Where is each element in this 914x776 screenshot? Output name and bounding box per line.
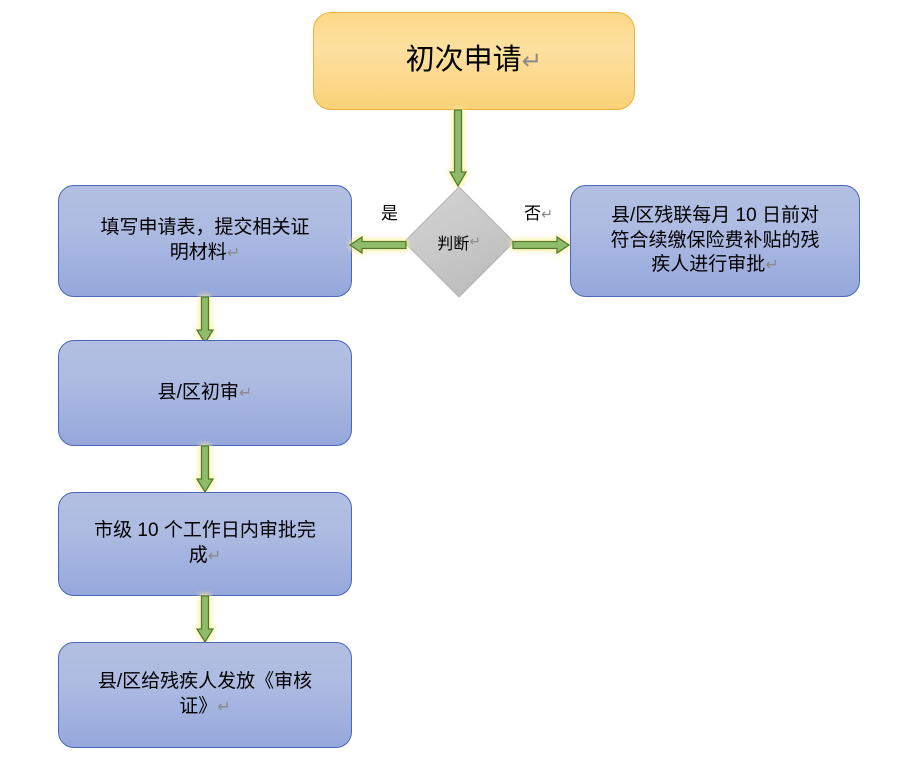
flow-node-issue-certificate-label: 县/区给残疾人发放《审核 证》↵	[97, 671, 313, 717]
pilcrow-mark: ↵	[541, 207, 554, 223]
decision-diamond-shape	[403, 186, 515, 298]
flow-node-renewal-review[interactable]: 县/区残联每月 10 日前对 符合续缴保险费补贴的残 疾人进行审批↵	[570, 185, 860, 297]
edge-label-no: 否↵	[524, 204, 554, 223]
pilcrow-mark: ↵	[217, 698, 231, 716]
flow-node-city-approval[interactable]: 市级 10 个工作日内审批完 成↵	[58, 492, 352, 596]
flow-node-issue-certificate[interactable]: 县/区给残疾人发放《审核 证》↵	[58, 642, 352, 748]
pilcrow-mark: ↵	[238, 383, 253, 402]
flow-node-renewal-review-label: 县/区残联每月 10 日前对 符合续缴保险费补贴的残 疾人进行审批↵	[610, 204, 820, 276]
flow-node-city-approval-label: 市级 10 个工作日内审批完 成↵	[94, 520, 316, 566]
pilcrow-mark: ↵	[469, 234, 481, 249]
flow-node-decision-label: 判断↵	[437, 234, 481, 253]
pilcrow-mark: ↵	[207, 547, 222, 565]
flow-node-county-first-review[interactable]: 县/区初审↵	[58, 340, 352, 446]
arrow-city-approval-to-issue-certificate	[195, 595, 215, 644]
flow-node-decision[interactable]: 判断↵	[403, 186, 515, 298]
pilcrow-mark: ↵	[521, 48, 543, 76]
arrow-county-first-review-to-city-approval	[195, 445, 215, 494]
arrow-start-to-decision	[448, 109, 468, 188]
flow-node-fill-form-label: 填写申请表，提交相关证 明材料↵	[100, 217, 310, 263]
flow-node-fill-form[interactable]: 填写申请表，提交相关证 明材料↵	[58, 185, 352, 297]
flow-node-start[interactable]: 初次申请↵	[313, 12, 635, 110]
edge-label-yes: 是	[381, 204, 398, 223]
flow-node-start-label: 初次申请↵	[405, 44, 543, 77]
pilcrow-mark: ↵	[226, 244, 241, 262]
arrow-decision-to-fill-form	[348, 233, 408, 257]
flow-node-county-first-review-label: 县/区初审↵	[157, 381, 253, 403]
pilcrow-mark: ↵	[765, 256, 779, 275]
arrow-fill-form-to-county-first-review	[195, 296, 215, 345]
arrow-decision-to-renewal-review	[510, 233, 572, 257]
